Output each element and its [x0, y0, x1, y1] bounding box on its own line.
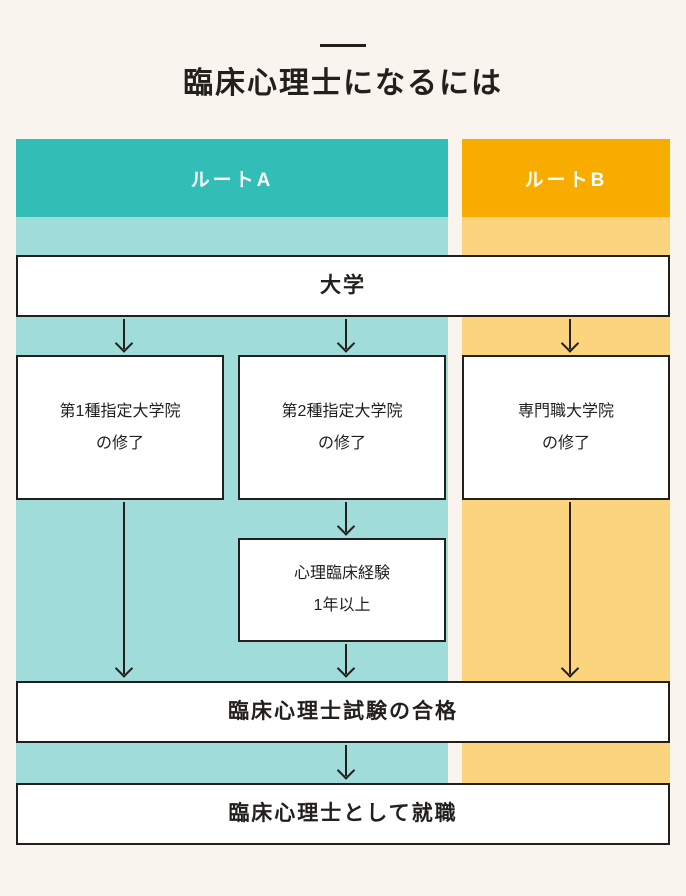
arrow-university-to-grad1 — [123, 319, 125, 349]
node-employment: 臨床心理士として就職 — [16, 783, 670, 845]
arrow-grad3-to-exam — [569, 502, 571, 674]
arrow-grad2-to-experience — [345, 502, 347, 532]
node-grad-school-type1-line2: の修了 — [95, 434, 144, 452]
node-grad-school-professional-line2: の修了 — [541, 434, 590, 452]
arrow-exam-to-employment — [345, 745, 347, 776]
node-exam-pass: 臨床心理士試験の合格 — [16, 681, 670, 743]
arrow-grad1-to-exam — [123, 502, 125, 674]
node-grad-school-type2: 第2種指定大学院 の修了 — [238, 355, 446, 500]
node-employment-label: 臨床心理士として就職 — [228, 802, 458, 825]
node-exam-pass-label: 臨床心理士試験の合格 — [228, 700, 458, 723]
node-grad-school-professional-line1: 専門職大学院 — [517, 402, 614, 420]
node-grad-school-type2-line1: 第2種指定大学院 — [281, 402, 403, 420]
node-university: 大学 — [16, 255, 670, 317]
route-a-header-label: ルートA — [16, 139, 448, 217]
arrow-university-to-grad3 — [569, 319, 571, 349]
page-title: 臨床心理士になるには — [183, 67, 503, 100]
route-b-header-label: ルートB — [462, 139, 670, 217]
node-clinical-experience-line2: 1年以上 — [313, 597, 371, 614]
arrow-university-to-grad2 — [345, 319, 347, 349]
arrow-experience-to-exam — [345, 644, 347, 674]
node-grad-school-type1: 第1種指定大学院 の修了 — [16, 355, 224, 500]
node-clinical-experience-line1: 心理臨床経験 — [293, 565, 390, 582]
node-grad-school-professional: 専門職大学院 の修了 — [462, 355, 670, 500]
node-clinical-experience: 心理臨床経験 1年以上 — [238, 538, 446, 642]
node-university-label: 大学 — [320, 274, 366, 297]
node-grad-school-type2-line2: の修了 — [317, 434, 366, 452]
title-rule-decoration — [320, 44, 366, 47]
node-grad-school-type1-line1: 第1種指定大学院 — [59, 402, 181, 420]
